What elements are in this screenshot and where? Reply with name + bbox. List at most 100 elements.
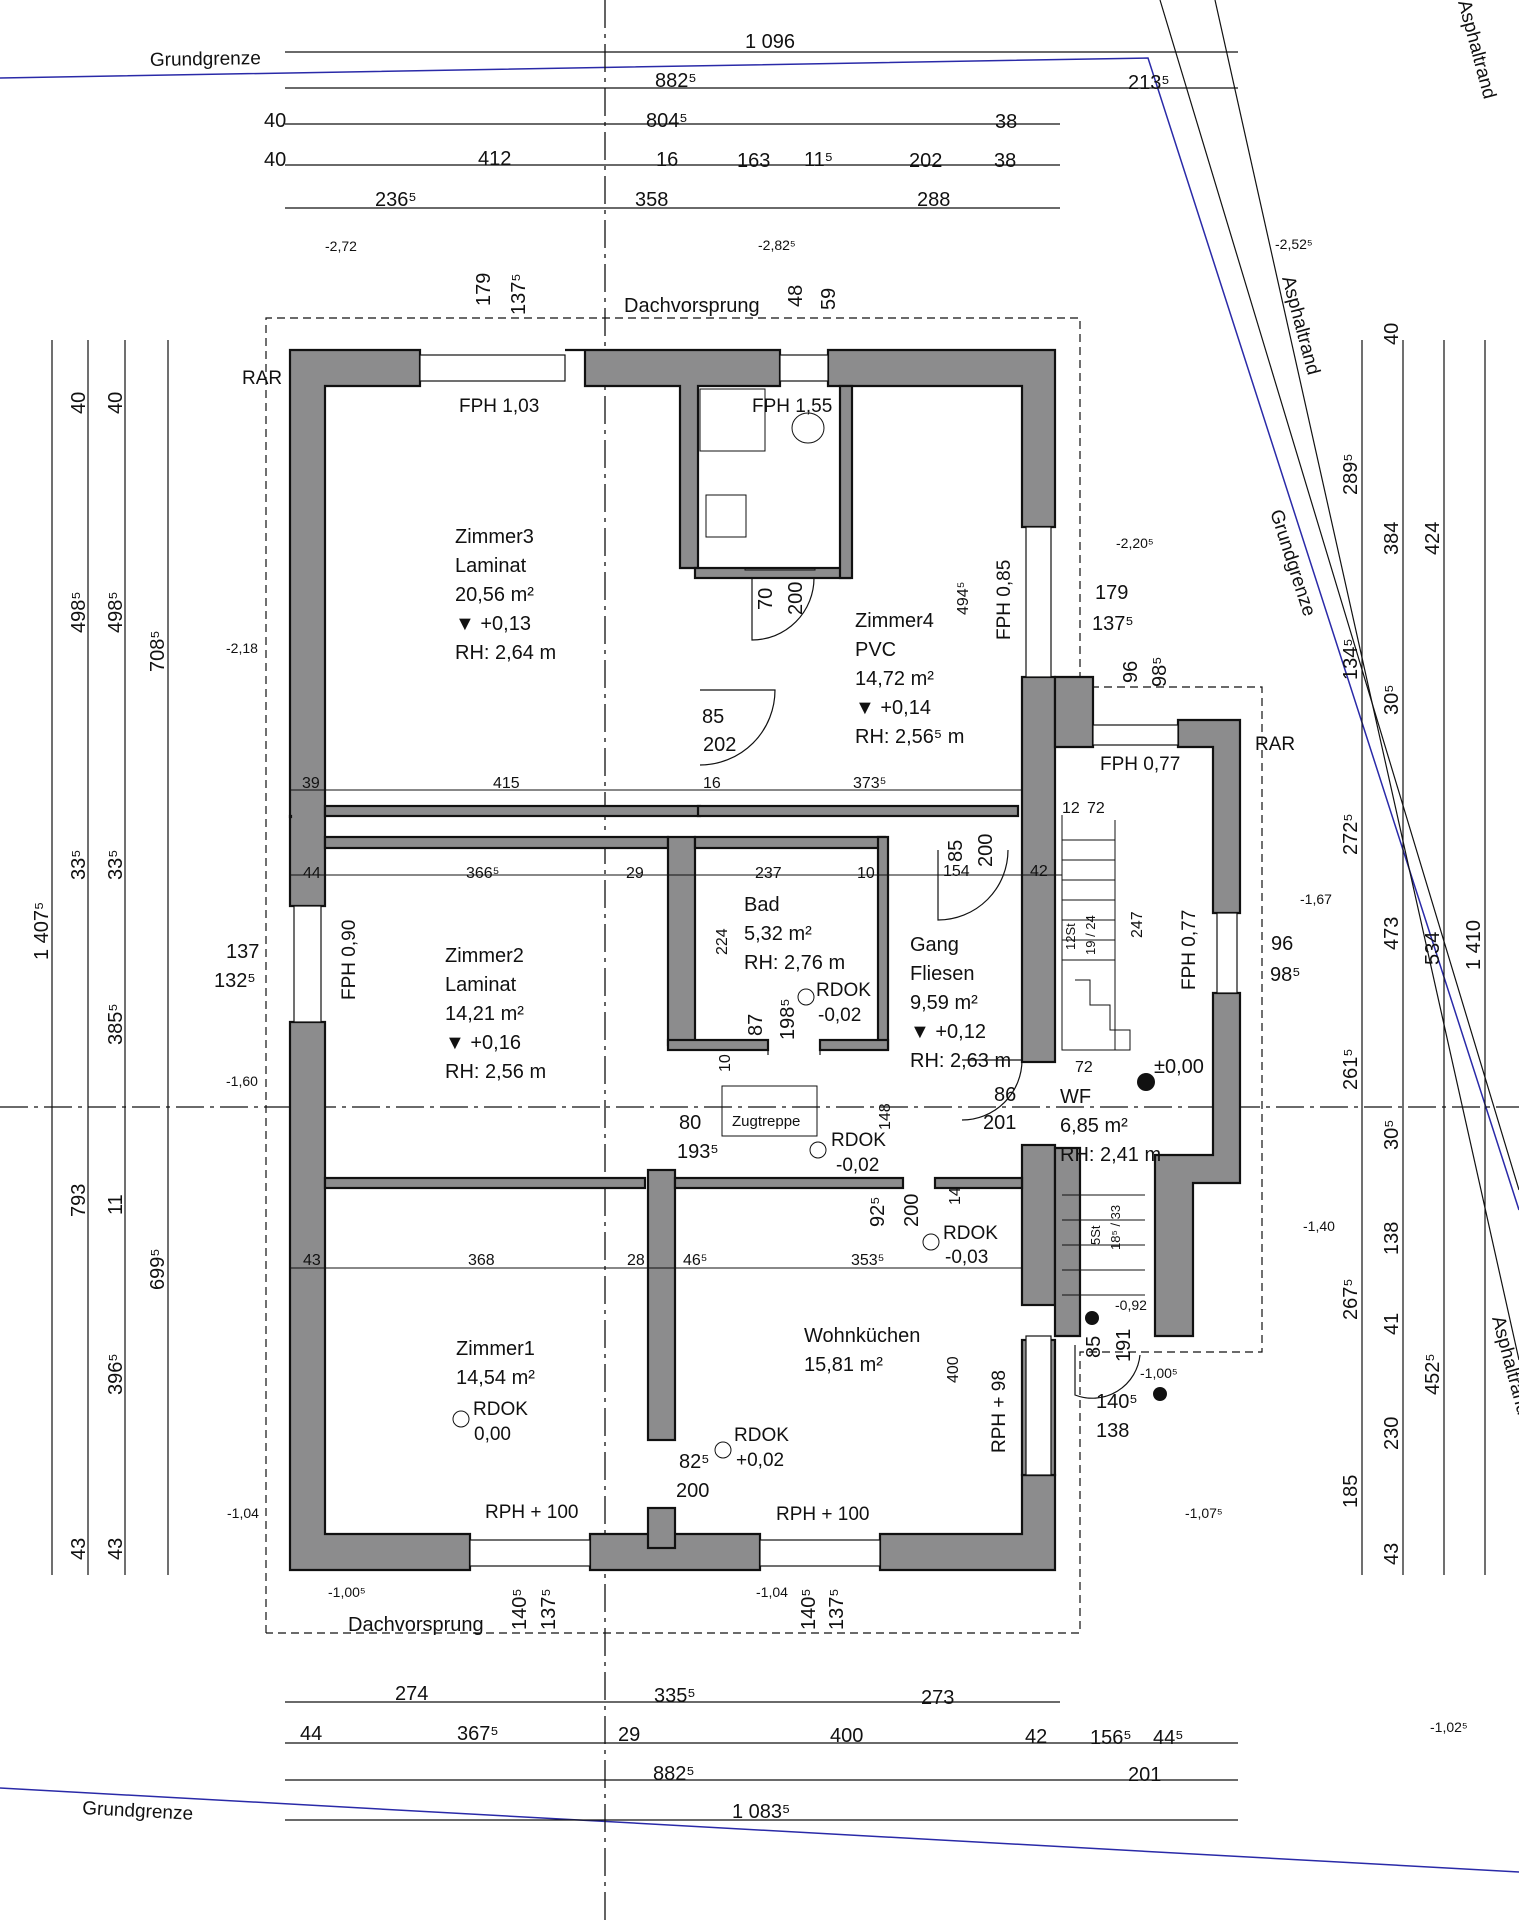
svg-text:Zimmer1: Zimmer1 xyxy=(456,1338,535,1360)
svg-text:RDOK: RDOK xyxy=(734,1425,789,1446)
svg-text:273: 273 xyxy=(921,1687,954,1709)
svg-text:40: 40 xyxy=(264,110,286,132)
walls xyxy=(288,348,1242,1572)
window-stair-top xyxy=(1092,724,1179,746)
fph-stair-top: FPH 0,77 xyxy=(1100,754,1180,775)
asphalt-label-1: Asphaltrand xyxy=(1277,274,1324,377)
svg-text:46⁵: 46⁵ xyxy=(683,1252,707,1269)
room-zimmer3: Zimmer3 Laminat 20,56 m² ▼ +0,13 RH: 2,6… xyxy=(455,526,556,664)
asphalt-edge-2 xyxy=(1159,0,1519,1191)
room-gang: Gang Fliesen 9,59 m² ▼ +0,12 RH: 2,63 m xyxy=(910,934,1011,1072)
svg-text:16: 16 xyxy=(656,149,678,171)
svg-text:86: 86 xyxy=(994,1084,1016,1106)
svg-text:42: 42 xyxy=(1025,1726,1047,1748)
svg-text:137: 137 xyxy=(226,941,259,963)
svg-text:40: 40 xyxy=(264,149,286,171)
dachvorsprung-bottom: Dachvorsprung xyxy=(348,1614,484,1636)
svg-text:373⁵: 373⁵ xyxy=(853,775,886,792)
svg-text:498⁵: 498⁵ xyxy=(68,591,90,633)
svg-text:98⁵: 98⁵ xyxy=(1149,656,1171,687)
svg-text:39: 39 xyxy=(302,775,320,792)
svg-text:RH: 2,56 m: RH: 2,56 m xyxy=(445,1061,546,1083)
svg-text:11: 11 xyxy=(105,1194,127,1215)
svg-text:882⁵: 882⁵ xyxy=(655,70,697,92)
svg-text:230: 230 xyxy=(1381,1417,1403,1450)
svg-text:-0,02: -0,02 xyxy=(818,1005,861,1026)
svg-text:14,21 m²: 14,21 m² xyxy=(445,1003,524,1025)
svg-text:11⁵: 11⁵ xyxy=(804,149,833,171)
svg-text:RDOK: RDOK xyxy=(473,1399,528,1420)
stair-steps-1: 12St xyxy=(1063,923,1078,950)
fph-wc: FPH 1,55 xyxy=(752,396,832,417)
svg-text:367⁵: 367⁵ xyxy=(457,1723,499,1745)
svg-text:Wohnküchen: Wohnküchen xyxy=(804,1325,920,1347)
svg-text:20,56 m²: 20,56 m² xyxy=(455,584,534,606)
svg-text:201: 201 xyxy=(1128,1764,1161,1786)
zugtreppe-label: Zugtreppe xyxy=(732,1113,800,1130)
svg-text:138: 138 xyxy=(1381,1222,1403,1255)
svg-text:137⁵: 137⁵ xyxy=(1092,613,1134,635)
stair-width-72: 72 xyxy=(1075,1059,1093,1076)
svg-text:+0,02: +0,02 xyxy=(736,1450,784,1471)
svg-text:40: 40 xyxy=(1381,323,1403,345)
dims-interior: 39 415 16 373⁵ 44 366⁵ 29 237 10 154 42 … xyxy=(214,273,1301,1630)
fph-zimmer4: FPH 0,85 xyxy=(994,560,1015,640)
svg-text:198⁵: 198⁵ xyxy=(777,998,799,1040)
svg-text:134⁵: 134⁵ xyxy=(1340,638,1362,680)
svg-text:353⁵: 353⁵ xyxy=(851,1252,884,1269)
stair-ratio-1: 19 / 24 xyxy=(1083,915,1098,955)
svg-text:29: 29 xyxy=(618,1724,640,1746)
svg-text:-1,00⁵: -1,00⁵ xyxy=(328,1584,366,1600)
dims-top: 1 096 882⁵ 213⁵ 40 804⁵ 38 40 412 16 163… xyxy=(264,31,1238,211)
svg-text:200: 200 xyxy=(975,834,997,867)
svg-text:385⁵: 385⁵ xyxy=(105,1003,127,1045)
svg-text:43: 43 xyxy=(68,1538,90,1560)
rph-zimmer1: RPH + 100 xyxy=(485,1502,578,1523)
window-wc xyxy=(779,354,829,382)
doors xyxy=(699,577,1141,1399)
svg-text:38: 38 xyxy=(995,111,1017,133)
room-labels: Zimmer3 Laminat 20,56 m² ▼ +0,13 RH: 2,6… xyxy=(445,526,1161,1389)
svg-text:PVC: PVC xyxy=(855,639,896,661)
svg-text:WF: WF xyxy=(1060,1086,1091,1108)
svg-text:RH: 2,56⁵ m: RH: 2,56⁵ m xyxy=(855,726,964,748)
dachvorsprung-top: Dachvorsprung xyxy=(624,295,760,317)
svg-text:59: 59 xyxy=(818,288,840,310)
svg-text:Zimmer2: Zimmer2 xyxy=(445,945,524,967)
svg-text:▼ +0,16: ▼ +0,16 xyxy=(445,1032,521,1054)
svg-text:80: 80 xyxy=(679,1112,701,1134)
svg-text:-1,40: -1,40 xyxy=(1303,1218,1335,1234)
svg-text:494⁵: 494⁵ xyxy=(955,582,972,615)
svg-text:15,81 m²: 15,81 m² xyxy=(804,1354,883,1376)
svg-text:96: 96 xyxy=(1120,661,1142,683)
svg-text:10: 10 xyxy=(857,865,875,882)
svg-text:137⁵: 137⁵ xyxy=(538,1588,560,1630)
svg-text:202: 202 xyxy=(703,734,736,756)
svg-text:-1,07⁵: -1,07⁵ xyxy=(1185,1505,1223,1521)
svg-text:85: 85 xyxy=(702,706,724,728)
svg-text:12: 12 xyxy=(1062,800,1080,817)
boundary-label-top: Grundgrenze xyxy=(150,48,261,71)
room-zimmer4: Zimmer4 PVC 14,72 m² ▼ +0,14 RH: 2,56⁵ m xyxy=(855,610,964,748)
svg-text:1 096: 1 096 xyxy=(745,31,795,53)
svg-text:358: 358 xyxy=(635,189,668,211)
roof-overhang: Dachvorsprung Dachvorsprung xyxy=(265,295,1263,1636)
fph-stair-side: FPH 0,77 xyxy=(1179,910,1200,990)
sanitary xyxy=(699,388,825,571)
svg-text:200: 200 xyxy=(676,1480,709,1502)
svg-text:38: 38 xyxy=(994,150,1016,172)
svg-text:-1,60: -1,60 xyxy=(226,1073,258,1089)
svg-text:16: 16 xyxy=(703,775,721,792)
svg-text:96: 96 xyxy=(1271,933,1293,955)
svg-text:415: 415 xyxy=(493,775,520,792)
svg-text:42: 42 xyxy=(1030,863,1048,880)
level-labels: -2,72 -2,82⁵ -2,52⁵ -2,18 -2,20⁵ -1,67 -… xyxy=(226,236,1468,1735)
svg-text:335⁵: 335⁵ xyxy=(654,1685,696,1707)
svg-text:201: 201 xyxy=(983,1112,1016,1134)
svg-text:5,32 m²: 5,32 m² xyxy=(744,923,812,945)
svg-text:RDOK: RDOK xyxy=(816,980,871,1001)
svg-text:-1,04: -1,04 xyxy=(227,1505,259,1521)
svg-text:-2,18: -2,18 xyxy=(226,640,258,656)
svg-text:156⁵: 156⁵ xyxy=(1090,1727,1132,1749)
svg-text:72: 72 xyxy=(1087,800,1105,817)
